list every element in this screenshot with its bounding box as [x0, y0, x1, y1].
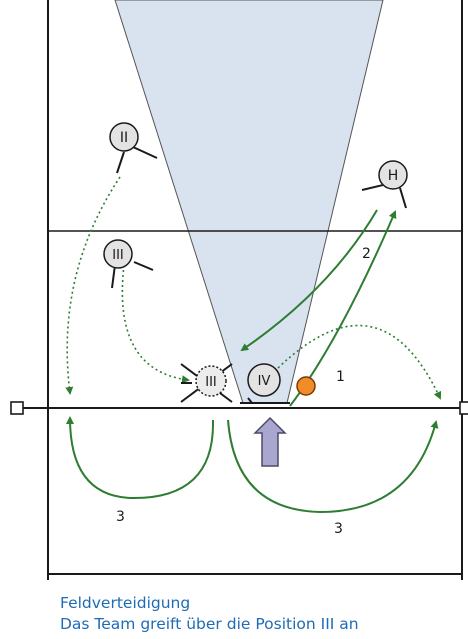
player-ii: II — [109, 122, 158, 174]
player-iii-net: III — [180, 363, 233, 403]
move-2-label: 2 — [362, 246, 371, 262]
caption-title: Feldverteidigung — [60, 594, 191, 612]
player-ii-label: II — [120, 130, 128, 146]
attack-cone — [114, 0, 384, 404]
player-h: H — [361, 160, 408, 209]
net-post-left — [10, 401, 24, 415]
player-iv-label: IV — [258, 374, 271, 389]
player-iii-net-label: III — [205, 375, 217, 390]
net-post-right — [459, 401, 468, 415]
player-h-label: H — [388, 168, 399, 184]
move-1-label: 1 — [336, 369, 345, 385]
attack-arrow-icon — [253, 416, 287, 467]
move-3-right-arrow — [227, 419, 439, 514]
player-iv: IV — [247, 363, 281, 404]
caption-subtitle: Das Team greift über die Position III an — [60, 615, 359, 633]
move-2-arrow — [240, 209, 378, 352]
player-iii-start: III — [103, 239, 154, 289]
move-iii-dotted — [121, 264, 190, 384]
ball-icon — [296, 376, 316, 396]
move-3-left-label: 3 — [116, 509, 125, 525]
move-iv-dotted — [277, 324, 442, 400]
move-3-left-arrow — [66, 416, 215, 500]
player-iii-start-label: III — [112, 248, 124, 263]
move-3-right-label: 3 — [334, 521, 343, 537]
